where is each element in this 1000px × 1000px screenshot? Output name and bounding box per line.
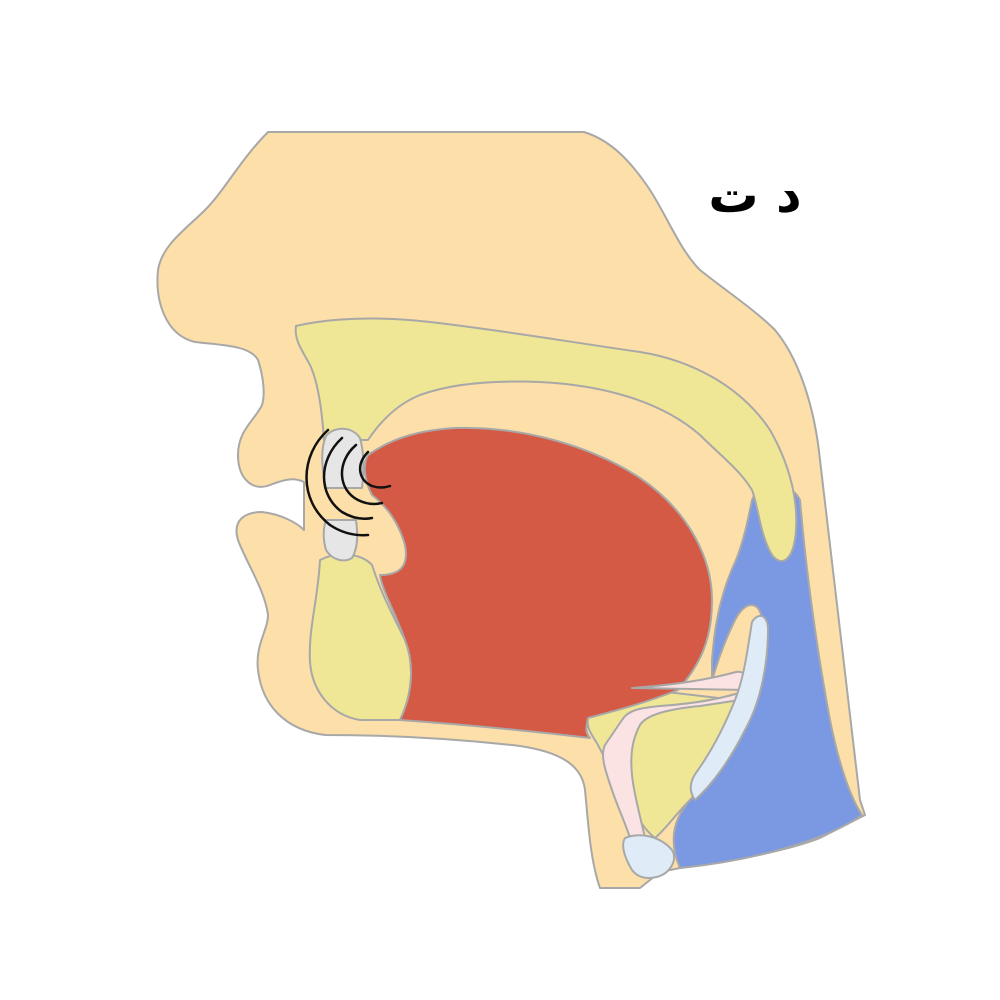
lower-incisor [322, 519, 359, 562]
tongue [363, 426, 713, 739]
cricoid-cartilage [622, 834, 676, 879]
sound-wave-arcs [305, 428, 392, 537]
sound-wave-arc-3 [340, 443, 384, 506]
palate-bone [294, 317, 798, 562]
sound-wave-arc-1 [305, 428, 370, 537]
sound-wave-arc-2 [322, 436, 374, 520]
upper-incisor [321, 427, 365, 489]
vocal-fold-ligament [689, 614, 769, 801]
sound-wave-arc-4 [359, 450, 392, 489]
arabic-letters-label: د ت [708, 166, 802, 224]
